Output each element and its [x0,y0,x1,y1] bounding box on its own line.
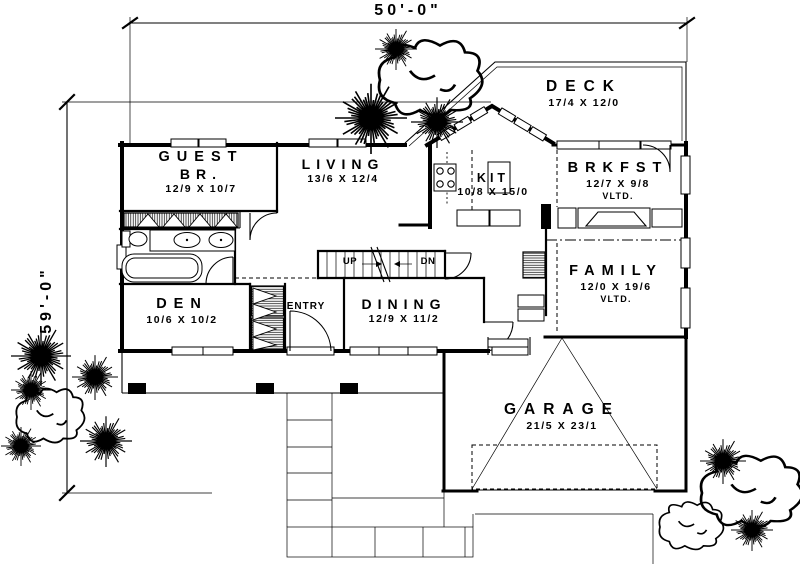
windows [116,105,691,356]
width-dimension-label: 50'-0" [374,2,442,19]
closets [123,212,546,351]
kitchen-size: 10/8 X 15/0 [457,186,529,199]
breakfast-vaulted-note: VLTD. [602,190,634,201]
den-size: 10/6 X 10/2 [146,313,218,326]
garage-details [471,337,658,490]
den-name: DEN [156,296,208,312]
deck-size: 17/4 X 12/0 [548,96,620,109]
garage-size: 21/5 X 23/1 [526,419,598,432]
room-label-guest-bedroom: GUEST BR. 12/9 X 10/7 [159,149,244,195]
room-label-dining: DINING 12/9 X 11/2 [362,296,447,325]
guest-room-name: GUEST [158,149,244,165]
dining-size: 12/9 X 11/2 [368,313,440,326]
fireplace [541,204,683,229]
porch-and-walkway [121,351,654,564]
deck-name: DECK [546,78,622,95]
room-label-den: DEN 10/6 X 10/2 [146,296,217,326]
room-label-garage: GARAGE 21/5 X 23/1 [504,401,620,432]
breakfast-size: 12/7 X 9/8 [586,177,650,190]
family-size: 12/0 X 19/6 [580,280,652,293]
room-label-breakfast: BRKFST 12/7 X 9/8 VLTD. [568,160,669,201]
bathroom-fixtures [121,229,236,283]
dining-name: DINING [361,296,447,312]
room-label-deck: DECK 17/4 X 12/0 [546,78,622,109]
family-name: FAMILY [569,263,663,279]
stairs-down-label: DN [420,256,436,267]
room-label-kitchen: KIT 10/8 X 15/0 [457,171,528,198]
breakfast-name: BRKFST [567,160,669,176]
kitchen-name: KIT [476,171,510,185]
dimension-lines [58,16,696,502]
stairs [317,246,446,283]
stairs-up-label: UP [342,256,358,267]
guest-room-size: 12/9 X 10/7 [165,182,237,195]
garage-name: GARAGE [503,401,621,418]
room-label-living: LIVING 13/6 X 12/4 [302,156,385,185]
height-dimension-label: 59'-0" [37,266,55,334]
guest-room-name-2: BR. [179,165,223,182]
living-room-name: LIVING [301,156,385,172]
room-label-entry: ENTRY [286,301,326,312]
kitchen-fixtures [433,161,521,227]
family-vaulted-note: VLTD. [600,293,632,304]
room-label-family: FAMILY 12/0 X 19/6 VLTD. [569,263,663,304]
living-room-size: 13/6 X 12/4 [307,173,379,186]
doors [205,140,672,356]
